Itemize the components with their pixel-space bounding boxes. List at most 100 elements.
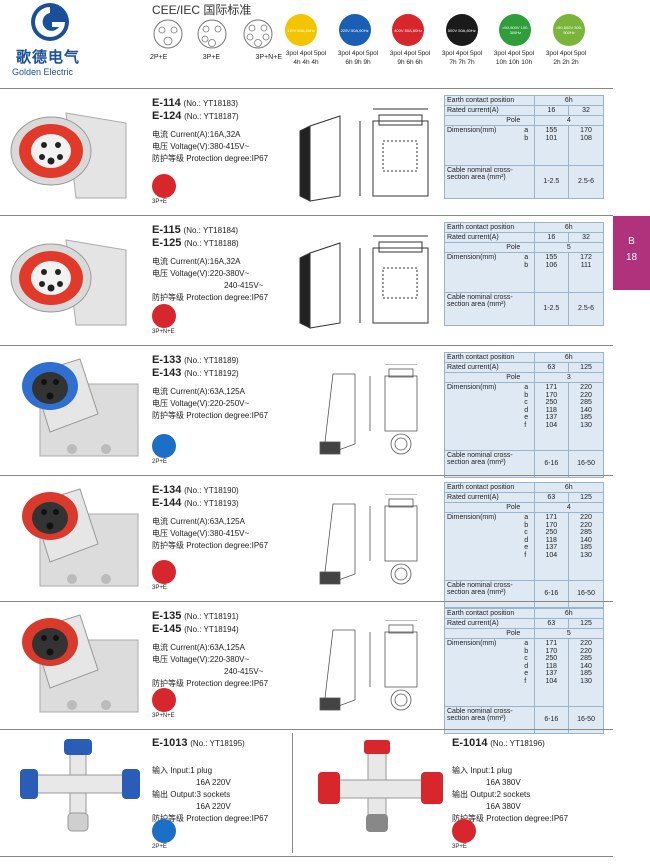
- model-code: E-143: [152, 367, 182, 379]
- adapter-specs-1: 输入 Input:1 plug 16A 220V 输出 Output:3 soc…: [152, 765, 268, 825]
- input-value: 16A 380V: [486, 778, 521, 787]
- pole-value: 3: [533, 372, 603, 383]
- pole-value: 5: [533, 242, 603, 253]
- rated-value: 125: [568, 618, 603, 629]
- adapter-model-2: E-1014 (No.: YT18196): [452, 737, 545, 750]
- dimension-values: 170 108: [568, 125, 603, 166]
- bottom-rule: [0, 856, 613, 857]
- brand-name-en: Golden Electric: [12, 67, 74, 77]
- dimension-drawing: [315, 363, 435, 469]
- cable-label: Cable nominal cross-section area (mm²): [445, 292, 523, 325]
- product-row: 3P+E E-134 (No.: YT18190) E-144 (No.: YT…: [0, 475, 613, 608]
- product-specs: 电流 Current(A):63A,125A 电压 Voltage(V):220…: [152, 386, 268, 422]
- pole-label: Pole: [445, 502, 523, 513]
- voltage-badge-icon: [152, 434, 176, 458]
- model-code: E-114: [152, 97, 181, 109]
- pole-label: Pole: [445, 242, 523, 253]
- earth-value: 6h: [533, 609, 603, 619]
- voltage-spec: 电压 Voltage(V):220-250V~: [152, 399, 250, 408]
- page-number: 18: [625, 252, 638, 263]
- model-number: (No.: YT18189): [184, 356, 239, 365]
- model-number: (No.: YT18192): [184, 369, 239, 378]
- pin-label: 2P+E: [150, 54, 168, 61]
- pol-text: 3pol 4pol 5pol: [545, 50, 587, 57]
- product-specs: 电流 Current(A):63A,125A 电压 Voltage(V):220…: [152, 642, 268, 690]
- badge-label: 2P+E: [152, 459, 167, 465]
- model-code: E-133: [152, 354, 182, 366]
- earth-label: Earth contact position: [447, 354, 515, 361]
- model-line-1: E-114 (No.: YT18183): [152, 97, 238, 110]
- voltage-badge-icon: [452, 819, 476, 843]
- cable-label: Cable nominal cross-section area (mm²): [445, 165, 523, 198]
- pol-text: 3pol 4pol 5pol: [493, 50, 535, 57]
- adapter-section: [0, 729, 613, 864]
- protection-spec: 防护等级 Protection degree:IP67: [152, 154, 269, 163]
- product-specs: 电流 Current(A):63A,125A 电压 Voltage(V):380…: [152, 516, 268, 552]
- model-number: (No.: YT18188): [184, 239, 239, 248]
- voltage-spec: 电压 Voltage(V):380-415V~: [152, 529, 250, 538]
- dimension-values: 172 111: [568, 252, 603, 293]
- pole-value: 4: [533, 115, 603, 126]
- current-spec: 电流 Current(A):63A,125A: [152, 517, 245, 526]
- voltage-badge-icon: [152, 174, 176, 198]
- cable-value: 1-2.5: [533, 292, 569, 325]
- earth-label: Earth contact position: [447, 224, 515, 231]
- model-line-2: E-145 (No.: YT18194): [152, 623, 239, 636]
- badge-label: 3P+N+E: [152, 713, 175, 719]
- voltage-color-legend: 110V 50A,60Hz 220V 50A,60Hz 400V 50A,60H…: [285, 14, 585, 46]
- dimension-label: Dimension(mm): [445, 638, 523, 707]
- pin-configuration-icons: [153, 19, 273, 49]
- model-line-2: E-143 (No.: YT18192): [152, 367, 239, 380]
- socket-photo: [6, 103, 138, 203]
- cable-value: 16-50: [568, 706, 603, 733]
- dimension-drawing: [295, 101, 445, 216]
- rated-label: Rated current(A): [445, 105, 523, 116]
- cable-value: 6-16: [533, 706, 569, 733]
- pole-label: Pole: [445, 115, 523, 126]
- pol-text: 3pol 4pol 5pol: [441, 50, 483, 57]
- model-line-1: E-134 (No.: YT18190): [152, 484, 239, 497]
- dimension-label: Dimension(mm): [445, 125, 523, 166]
- rated-label: Rated current(A): [445, 618, 523, 629]
- pin-labels: 2P+E 3P+E 3P+N+E: [150, 54, 282, 61]
- model-line-2: E-125 (No.: YT18188): [152, 237, 239, 250]
- output-value: 16A 220V: [196, 802, 231, 811]
- section-letter: B: [628, 236, 635, 247]
- rated-value: 32: [568, 232, 603, 243]
- hour-text: 10h 10h 10h: [495, 59, 533, 66]
- voltage-spec: 电压 Voltage(V):220-380V~: [152, 655, 250, 664]
- pole-label: Pole: [445, 628, 523, 639]
- badge-label: 3P+E: [152, 585, 167, 591]
- model-code: E-144: [152, 497, 182, 509]
- earth-value: 6h: [533, 96, 603, 106]
- voltage-badge-icon: [152, 560, 176, 584]
- pole-value: 5: [533, 628, 603, 639]
- model-number: (No.: YT18193): [184, 499, 239, 508]
- rated-value: 125: [568, 492, 603, 503]
- voltage-badge-icon: [152, 304, 176, 328]
- rated-label: Rated current(A): [445, 492, 523, 503]
- rated-value: 63: [533, 618, 569, 629]
- product-row: 3P+N+E E-115 (No.: YT18184) E-125 (No.: …: [0, 215, 613, 345]
- model-number: (No.: YT18191): [184, 612, 239, 621]
- model-code: E-1013: [152, 737, 188, 749]
- socket-photo: [10, 484, 142, 587]
- input-spec: 输入 Input:1 plug: [452, 766, 513, 775]
- protection-spec: 防护等级 Protection degree:IP67: [452, 814, 569, 823]
- dimension-values: 155 106: [533, 252, 569, 293]
- voltage-spec: 电压 Voltage(V):220-380V~: [152, 269, 250, 278]
- voltage-circle: 500V 50A,60Hz: [445, 14, 478, 46]
- dimension-drawing: [315, 493, 435, 599]
- rated-label: Rated current(A): [445, 362, 523, 373]
- earth-value: 6h: [533, 483, 603, 493]
- model-number: (No.: YT18190): [184, 486, 239, 495]
- output-spec: 输出 Output:3 sockets: [152, 790, 231, 799]
- cable-value: 2.5-6: [568, 165, 603, 198]
- badge-label: 3P+N+E: [152, 329, 175, 335]
